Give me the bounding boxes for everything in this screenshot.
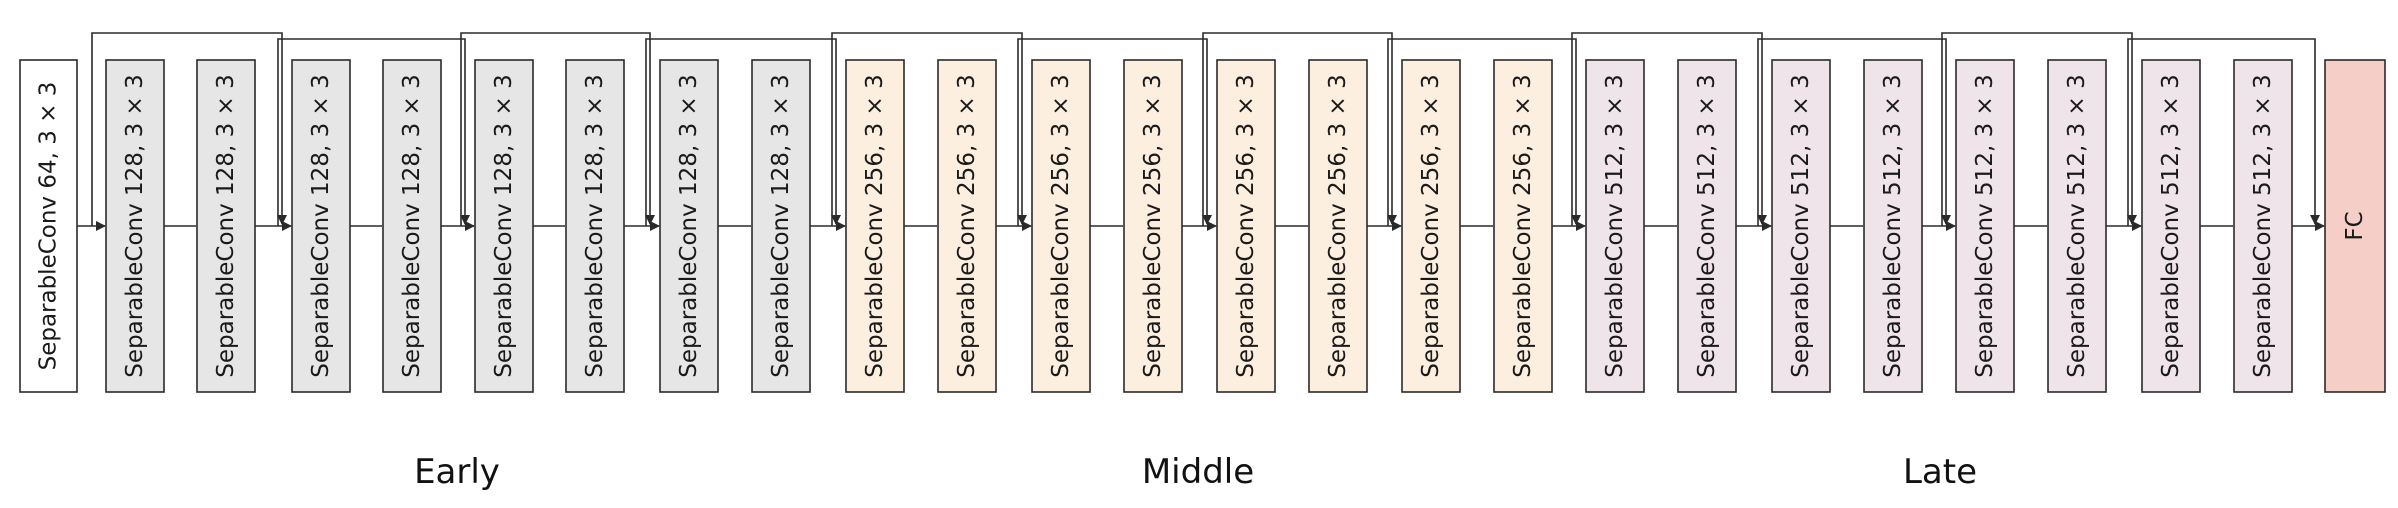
conv-block: SeparableConv 128, 3 × 3 [196, 59, 256, 393]
block-rect [196, 59, 256, 393]
block-label: SeparableConv 256, 3 × 3 [1325, 74, 1351, 377]
block-rect [105, 59, 165, 393]
block-rect [1031, 59, 1091, 393]
block-rect [1123, 59, 1183, 393]
skip-connection [460, 32, 655, 226]
conv-block: SeparableConv 128, 3 × 3 [291, 59, 351, 393]
block-rect [19, 59, 78, 393]
conv-block: SeparableConv 128, 3 × 3 [105, 59, 165, 393]
block-rect [937, 59, 997, 393]
block-rect [2141, 59, 2201, 393]
conv-block: SeparableConv 128, 3 × 3 [474, 59, 534, 393]
block-label: SeparableConv 256, 3 × 3 [1233, 74, 1259, 377]
block-label: SeparableConv 512, 3 × 3 [1788, 74, 1814, 377]
block-label: SeparableConv 128, 3 × 3 [676, 74, 702, 377]
block-label: FC [2342, 211, 2368, 240]
conv-block: SeparableConv 256, 3 × 3 [1031, 59, 1091, 393]
blocks: SeparableConv 64, 3 × 3 SeparableConv 128… [19, 59, 2386, 393]
connections [77, 32, 2325, 231]
block-label: SeparableConv 256, 3 × 3 [1140, 74, 1166, 377]
block-rect [1955, 59, 2015, 393]
conv-block: SeparableConv 256, 3 × 3 [1401, 59, 1461, 393]
conv-block: SeparableConv 128, 3 × 3 [751, 59, 811, 393]
block-label: SeparableConv 128, 3 × 3 [122, 74, 148, 377]
conv-block: SeparableConv 256, 3 × 3 [845, 59, 905, 393]
stage-label-late: Late [1902, 452, 1978, 492]
skip-connection [831, 32, 1027, 226]
skip-connection [1202, 32, 1397, 226]
skip-connection [1757, 38, 1951, 226]
skip-connection [1941, 32, 2137, 226]
block-label: SeparableConv 256, 3 × 3 [954, 74, 980, 377]
block-rect [845, 59, 905, 393]
block-rect [2047, 59, 2107, 393]
stage-label-middle: Middle [1141, 452, 1255, 492]
block-rect [1771, 59, 1831, 393]
block-rect [2324, 59, 2386, 393]
conv-block: SeparableConv 128, 3 × 3 [565, 59, 625, 393]
skip-connection [91, 32, 287, 226]
block-label: SeparableConv 512, 3 × 3 [1880, 74, 1906, 377]
conv-block: SeparableConv 512, 3 × 3 [1771, 59, 1831, 393]
block-rect [1677, 59, 1737, 393]
skip-connection [1387, 38, 1581, 226]
block-rect [382, 59, 442, 393]
block-label: SeparableConv 128, 3 × 3 [768, 74, 794, 377]
block-rect [751, 59, 811, 393]
block-rect [1493, 59, 1553, 393]
block-label: SeparableConv 256, 3 × 3 [1510, 74, 1536, 377]
conv-block: SeparableConv 256, 3 × 3 [1308, 59, 1368, 393]
block-label: SeparableConv 128, 3 × 3 [399, 74, 425, 377]
skip-connection [277, 38, 470, 226]
block-label: SeparableConv 256, 3 × 3 [862, 74, 888, 377]
conv-block: SeparableConv 128, 3 × 3 [382, 59, 442, 393]
skip-connection [1017, 38, 1212, 226]
conv-block: SeparableConv 512, 3 × 3 [1585, 59, 1645, 393]
block-rect [1585, 59, 1645, 393]
block-rect [1401, 59, 1461, 393]
block-label: SeparableConv 512, 3 × 3 [1602, 74, 1628, 377]
block-label: SeparableConv 128, 3 × 3 [582, 74, 608, 377]
input-block: SeparableConv 64, 3 × 3 [19, 59, 78, 393]
block-rect [1216, 59, 1276, 393]
block-label: SeparableConv 64, 3 × 3 [36, 82, 62, 371]
conv-block: SeparableConv 256, 3 × 3 [1123, 59, 1183, 393]
conv-block: SeparableConv 512, 3 × 3 [1863, 59, 1923, 393]
block-label: SeparableConv 512, 3 × 3 [2158, 74, 2184, 377]
block-label: SeparableConv 512, 3 × 3 [1972, 74, 1998, 377]
block-label: SeparableConv 128, 3 × 3 [213, 74, 239, 377]
skip-connection [645, 38, 841, 226]
block-rect [2233, 59, 2293, 393]
block-rect [659, 59, 719, 393]
block-rect [474, 59, 534, 393]
fc-block: FC [2324, 59, 2386, 393]
conv-block: SeparableConv 256, 3 × 3 [1493, 59, 1553, 393]
conv-block: SeparableConv 512, 3 × 3 [2233, 59, 2293, 393]
block-rect [565, 59, 625, 393]
block-rect [1308, 59, 1368, 393]
conv-block: SeparableConv 256, 3 × 3 [937, 59, 997, 393]
block-rect [291, 59, 351, 393]
block-label: SeparableConv 256, 3 × 3 [1048, 74, 1074, 377]
block-label: SeparableConv 128, 3 × 3 [308, 74, 334, 377]
block-rect [1863, 59, 1923, 393]
conv-block: SeparableConv 512, 3 × 3 [2141, 59, 2201, 393]
skip-connection [1571, 32, 1767, 226]
block-label: SeparableConv 512, 3 × 3 [2064, 74, 2090, 377]
conv-block: SeparableConv 512, 3 × 3 [1677, 59, 1737, 393]
conv-block: SeparableConv 128, 3 × 3 [659, 59, 719, 393]
conv-block: SeparableConv 512, 3 × 3 [1955, 59, 2015, 393]
block-label: SeparableConv 512, 3 × 3 [2250, 74, 2276, 377]
block-label: SeparableConv 512, 3 × 3 [1694, 74, 1720, 377]
conv-block: SeparableConv 512, 3 × 3 [2047, 59, 2107, 393]
stage-label-early: Early [414, 452, 500, 492]
block-label: SeparableConv 256, 3 × 3 [1418, 74, 1444, 377]
conv-block: SeparableConv 256, 3 × 3 [1216, 59, 1276, 393]
skip-connection [2127, 38, 2320, 226]
block-label: SeparableConv 128, 3 × 3 [491, 74, 517, 377]
